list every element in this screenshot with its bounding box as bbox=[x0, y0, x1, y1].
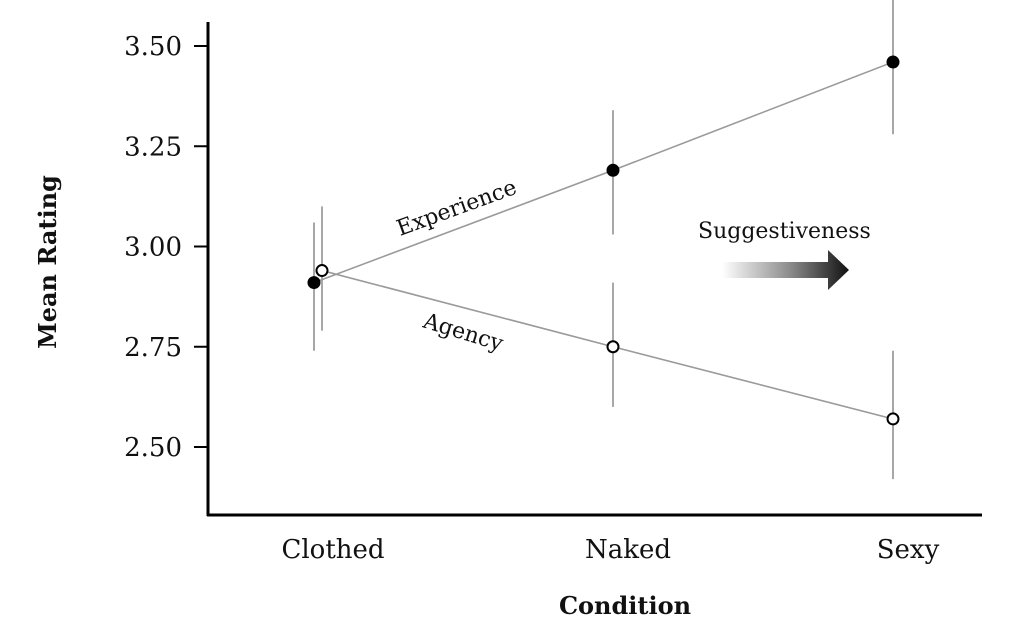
x-tick-label: Clothed bbox=[281, 535, 384, 565]
y-tick-label: 2.50 bbox=[124, 433, 182, 463]
x-tick-label: Sexy bbox=[877, 535, 940, 565]
data-point-agency bbox=[886, 412, 900, 426]
y-tick-label: 2.75 bbox=[124, 333, 182, 363]
x-axis-title: Condition bbox=[559, 591, 691, 620]
data-point-experience bbox=[606, 163, 620, 177]
y-tick-label: 3.50 bbox=[124, 32, 182, 62]
series-label-experience: Experience bbox=[394, 175, 521, 241]
x-tick-label: Naked bbox=[585, 535, 671, 565]
suggestiveness-arrow bbox=[722, 250, 849, 290]
series-line-experience bbox=[313, 61, 894, 284]
data-point-agency bbox=[315, 264, 329, 278]
suggestiveness-label: Suggestiveness bbox=[698, 219, 871, 244]
data-point-agency bbox=[606, 340, 620, 354]
data-point-experience bbox=[886, 55, 900, 69]
y-tick-label: 3.25 bbox=[124, 132, 182, 162]
y-axis-title: Mean Rating bbox=[33, 175, 62, 349]
data-point-experience bbox=[307, 276, 321, 290]
y-tick-label: 3.00 bbox=[124, 233, 182, 263]
